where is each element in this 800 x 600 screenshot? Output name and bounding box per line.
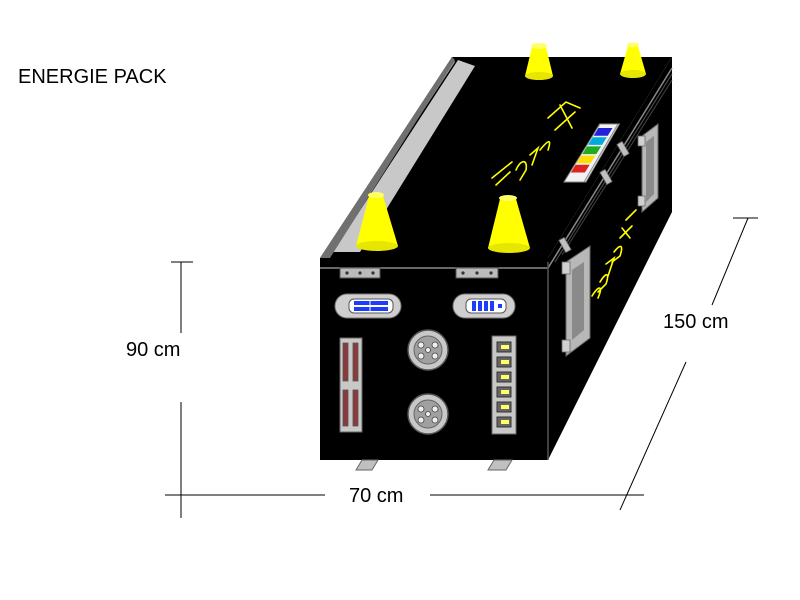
latch-icon (339, 267, 381, 279)
side-graffiti (591, 209, 637, 299)
width-dimension-label: 70 cm (349, 485, 404, 507)
fader-panel (339, 337, 363, 433)
traffic-cone-icon (356, 192, 398, 251)
switch-indicator (501, 345, 509, 349)
battery-meter-icon (334, 293, 402, 319)
latch-icon (455, 267, 499, 279)
depth-dimension-lower-line (619, 361, 687, 511)
color-swatches (563, 123, 619, 183)
traffic-cone-icon (488, 195, 530, 253)
depth-dimension-upper-line (711, 217, 749, 306)
power-socket-icon (407, 329, 449, 371)
power-socket-icon (407, 393, 449, 435)
switch-indicator (501, 375, 509, 379)
color-swatch (588, 137, 607, 145)
case-side-face (548, 57, 672, 460)
switch-indicator (501, 420, 509, 424)
side-clip (558, 236, 572, 254)
side-handles (558, 123, 659, 357)
top-graffiti (491, 101, 581, 186)
case-side-edge (547, 67, 673, 269)
case-foot (355, 459, 379, 471)
case-top-face (320, 57, 672, 258)
switch-indicator (501, 405, 509, 409)
height-dimension-label: 90 cm (126, 339, 181, 361)
color-swatch (593, 128, 613, 136)
side-clip (599, 168, 613, 186)
case-foot (487, 459, 513, 471)
handle-icon (561, 245, 591, 357)
depth-dimension-label: 150 cm (663, 311, 729, 333)
battery-meter-icon (452, 293, 516, 319)
front-latches (339, 267, 499, 279)
case-lid-seam (554, 73, 673, 263)
page-title: ENERGIE PACK (18, 66, 167, 88)
switch-panel (491, 335, 517, 435)
dimension-lines (165, 217, 758, 518)
color-swatch (570, 164, 590, 173)
traffic-cones (356, 42, 646, 253)
power-sockets (407, 329, 449, 435)
color-swatch (582, 146, 602, 155)
switch-indicator (501, 390, 509, 394)
case-feet (355, 459, 513, 471)
handle-icon (637, 123, 659, 214)
front-meters (334, 293, 516, 319)
traffic-cone-icon (525, 43, 553, 80)
case-lid-seam-2 (561, 79, 673, 256)
case-top-bevel-dark (320, 57, 455, 258)
switch-indicator (501, 360, 509, 364)
traffic-cone-icon (620, 42, 646, 78)
color-swatch (576, 155, 596, 164)
side-clip (616, 140, 630, 158)
